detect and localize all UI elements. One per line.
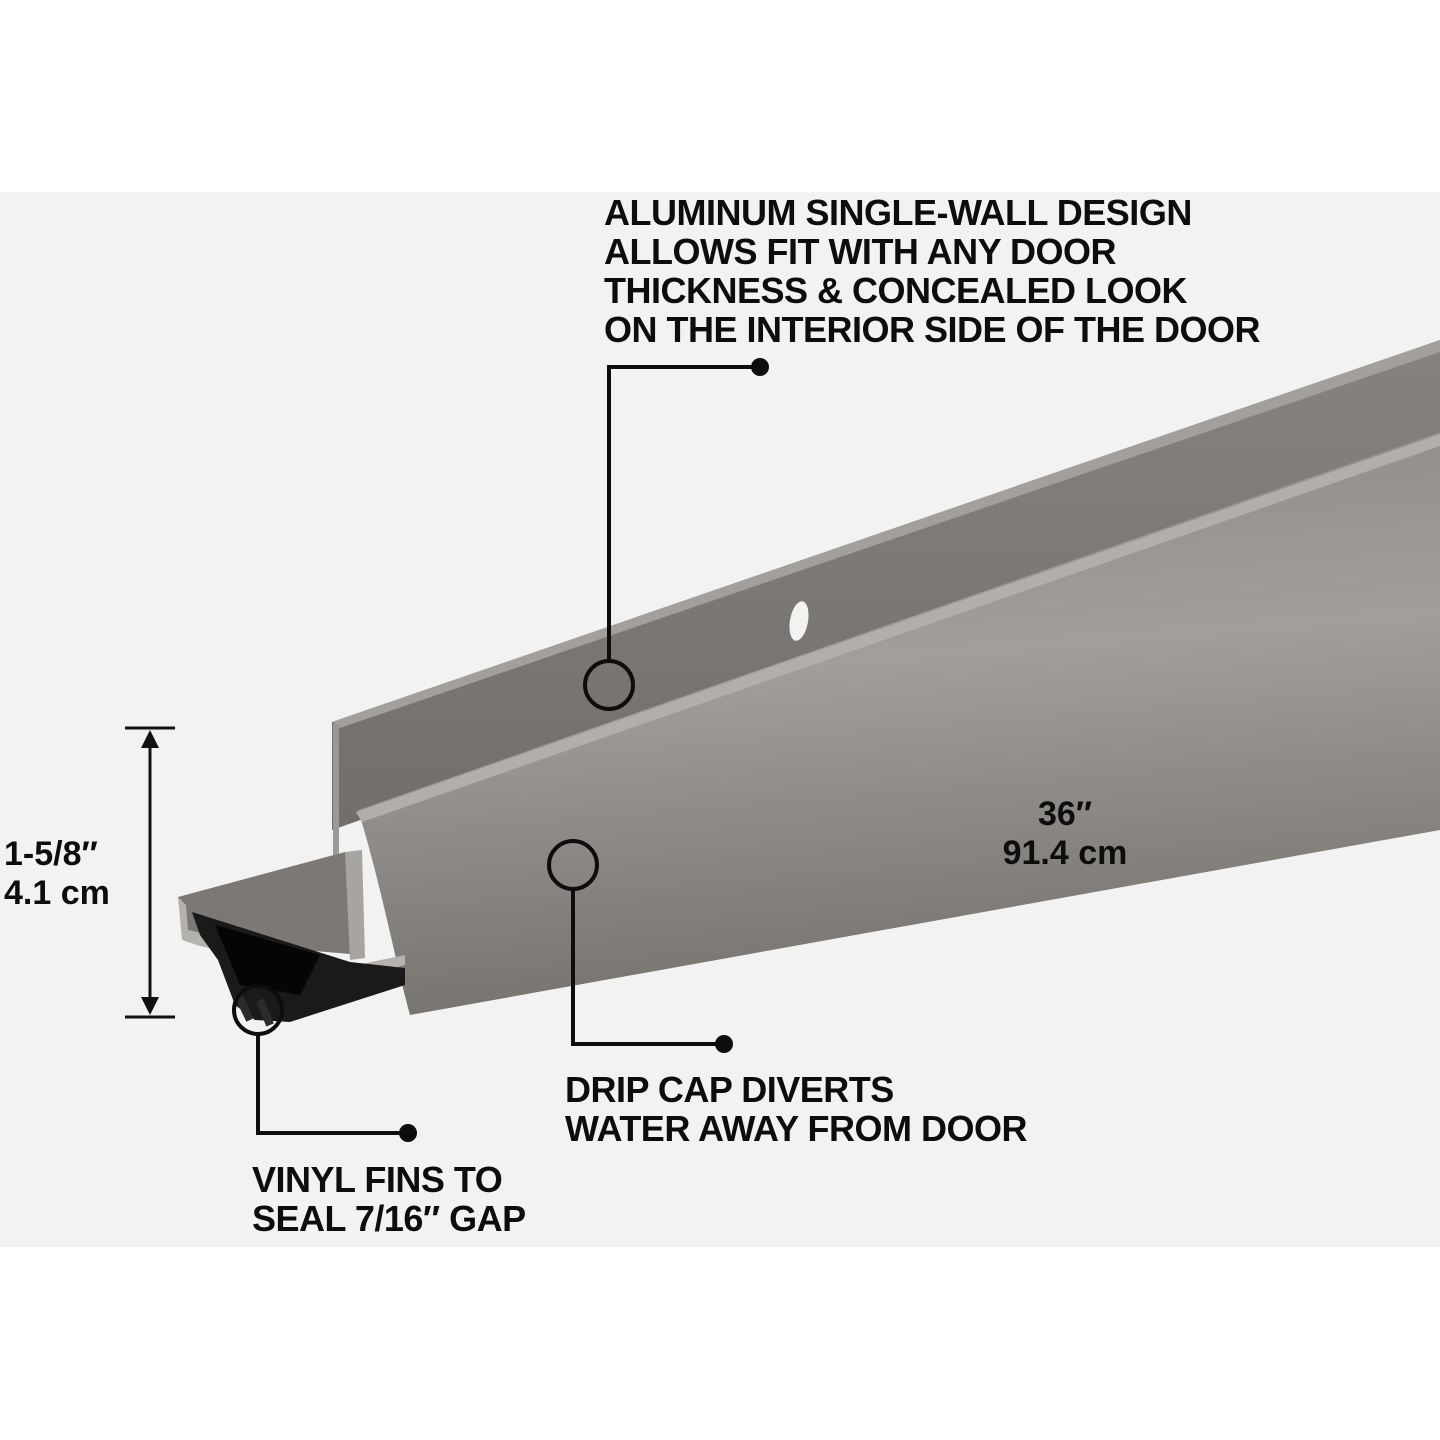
callout-line: WATER AWAY FROM DOOR <box>565 1108 1028 1149</box>
callout-line: DRIP CAP DIVERTS <box>565 1069 894 1110</box>
height-imperial: 1-5/8″ <box>4 835 98 873</box>
drip-cap-callout-text: DRIP CAP DIVERTS WATER AWAY FROM DOOR <box>565 1069 1028 1149</box>
height-metric: 4.1 cm <box>4 874 110 912</box>
callout-line: ALUMINUM SINGLE-WALL DESIGN <box>604 192 1192 233</box>
vinyl-sweep <box>192 912 405 1027</box>
aluminum-callout-leader <box>583 358 769 711</box>
length-imperial: 36″ <box>1037 795 1093 833</box>
callout-line: THICKNESS & CONCEALED LOOK <box>604 270 1188 311</box>
height-dimension-marker <box>125 726 175 1019</box>
vinyl-fins-callout-text: VINYL FINS TO SEAL 7/16″ GAP <box>252 1160 526 1238</box>
callout-line: VINYL FINS TO <box>252 1159 503 1200</box>
callout-line: ALLOWS FIT WITH ANY DOOR <box>604 231 1116 272</box>
vinyl-fins-callout-leader <box>232 984 417 1142</box>
drip-cap <box>356 432 1440 1015</box>
drip-cap-callout-leader <box>547 839 733 1053</box>
callout-line: ON THE INTERIOR SIDE OF THE DOOR <box>604 309 1261 350</box>
aluminum-callout-text: ALUMINUM SINGLE-WALL DESIGN ALLOWS FIT W… <box>604 192 1261 350</box>
height-dimension-label: 1-5/8″ 4.1 cm <box>4 835 110 913</box>
mounting-slot-icon <box>789 601 809 641</box>
length-dimension-label: 36″ 91.4 cm <box>985 795 1145 873</box>
callout-line: SEAL 7/16″ GAP <box>252 1198 526 1239</box>
length-metric: 91.4 cm <box>1002 834 1128 872</box>
